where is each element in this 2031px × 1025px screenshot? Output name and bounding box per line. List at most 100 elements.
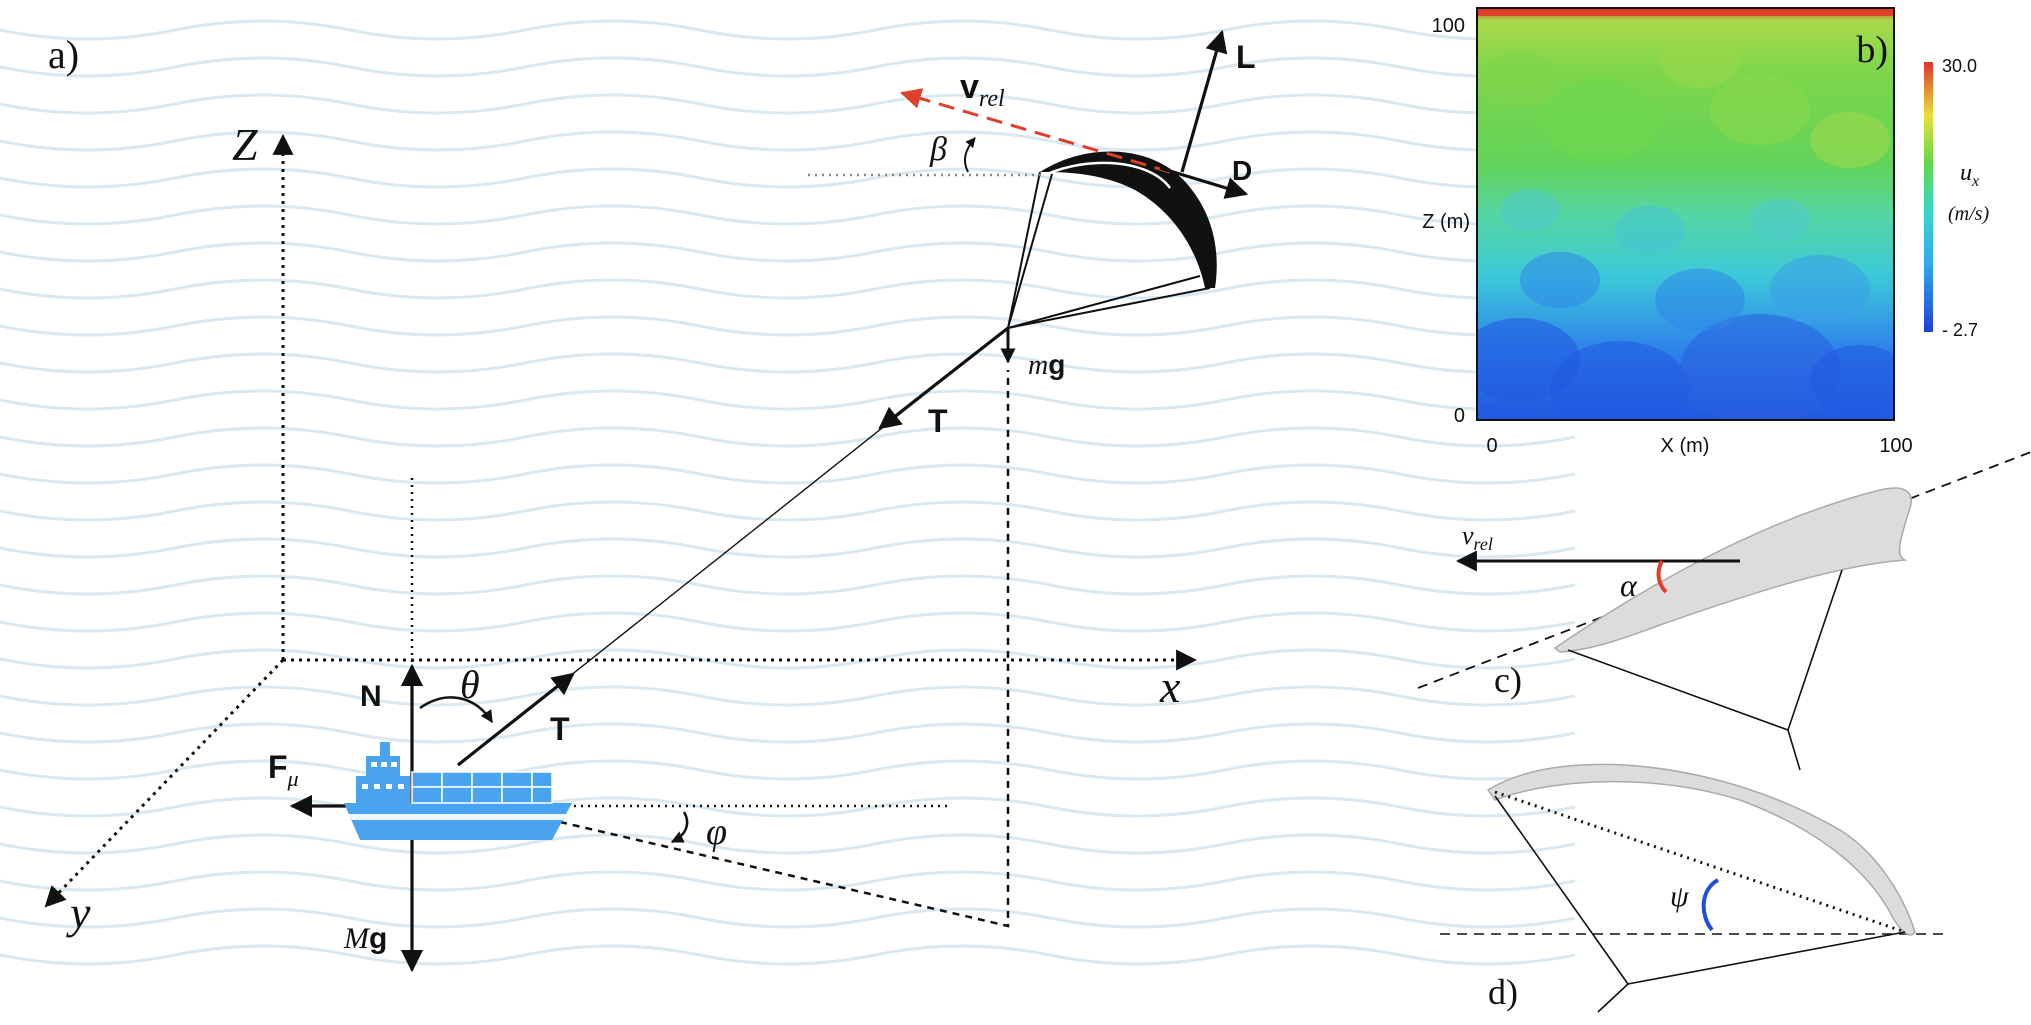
panel-a: a) Z x y T T mg	[0, 19, 1576, 973]
field-blob	[1615, 205, 1685, 255]
z-axis-label: Z	[232, 119, 258, 170]
streamline	[0, 722, 1576, 744]
streamline	[0, 648, 1576, 670]
streamline	[0, 315, 1576, 337]
field-blob	[1680, 314, 1840, 420]
psi-angle-arc	[1701, 878, 1720, 932]
streamline	[0, 796, 1576, 818]
airfoil-bridle-lines	[1567, 569, 1843, 771]
streamline	[0, 19, 1576, 41]
field-blob	[1520, 252, 1600, 308]
streamline	[0, 278, 1576, 300]
kite	[1007, 151, 1217, 329]
relative-velocity-label: vrel	[960, 68, 1005, 112]
streamline	[0, 611, 1576, 633]
streamline	[0, 833, 1576, 855]
field-blob	[1540, 78, 1660, 162]
y-tick-top: 100	[1432, 15, 1465, 37]
y-tick-bottom: 0	[1454, 405, 1465, 427]
panel-a-label: a)	[48, 32, 79, 77]
alpha-angle-arc	[1656, 560, 1668, 594]
y-axis	[44, 658, 285, 908]
span-line	[1494, 790, 1906, 934]
kite-front-profile	[1486, 763, 1916, 936]
panel-c-label: c)	[1494, 660, 1522, 700]
colorbar-units-label: (m/s)	[1948, 203, 1989, 225]
streamline	[0, 56, 1576, 78]
field-blob	[1660, 32, 1740, 88]
drag-arrow	[1159, 166, 1249, 199]
coordinate-axes	[44, 133, 1198, 908]
relative-velocity-label-c: vrel	[1462, 521, 1493, 554]
tension-arrow-kite	[878, 326, 1009, 430]
ship-weight-label: Mg	[343, 922, 387, 955]
streamline	[0, 870, 1576, 892]
phi-angle-arc	[670, 811, 689, 844]
x-axis-label: X (m)	[1661, 435, 1710, 457]
streamline	[0, 685, 1576, 707]
relative-velocity-arrow	[899, 88, 1171, 174]
streamline	[0, 93, 1576, 115]
tension-label-kite: T	[928, 403, 948, 439]
streamline	[0, 759, 1576, 781]
colorbar-max-label: 30.0	[1942, 56, 1977, 76]
panel-b-label: b)	[1856, 29, 1888, 71]
container-ship-icon	[344, 742, 572, 840]
x-axis-label: x	[1159, 661, 1181, 712]
x-tick-right: 100	[1879, 435, 1912, 457]
streamline	[0, 352, 1576, 374]
field-blob	[1500, 189, 1560, 231]
field-blob	[1550, 341, 1690, 420]
field-blob	[1480, 52, 1560, 108]
panel-c: vrel α c)	[1417, 451, 2031, 771]
phi-angle-label: φ	[706, 811, 727, 853]
streamline	[0, 463, 1576, 485]
psi-angle-label: ψ	[1670, 880, 1690, 913]
field-blob	[1810, 345, 1894, 415]
velocity-field-heatmap	[1477, 8, 1894, 420]
streamline	[0, 426, 1576, 448]
field-blob	[1770, 255, 1870, 325]
normal-force-label: N	[360, 680, 382, 713]
field-blob	[1710, 75, 1810, 145]
y-axis-label: y	[66, 887, 91, 938]
kite-bridle-lines	[1007, 171, 1211, 329]
streamline	[0, 241, 1576, 263]
y-axis-label: Z (m)	[1422, 211, 1470, 233]
streamline	[0, 907, 1576, 929]
x-tick-left: 0	[1486, 435, 1497, 457]
streamline	[0, 204, 1576, 226]
panel-d: ψ d)	[1440, 763, 1950, 1013]
wind-streamlines	[0, 19, 1576, 966]
kite-canopy	[1040, 151, 1217, 288]
tension-arrow-ship	[457, 672, 575, 767]
beta-angle-label: β	[929, 131, 947, 168]
field-blob	[1750, 199, 1810, 241]
theta-angle-arc	[419, 696, 494, 724]
streamline	[0, 537, 1576, 559]
airfoil-profile	[1553, 487, 1912, 653]
streamline	[0, 944, 1576, 966]
lift-label: L	[1236, 39, 1256, 75]
beta-angle-arc	[963, 137, 976, 173]
panel-d-label: d)	[1488, 972, 1518, 1012]
field-blob	[1810, 112, 1890, 168]
field-blob	[1655, 268, 1745, 332]
streamline	[0, 389, 1576, 411]
drag-label: D	[1232, 155, 1252, 186]
lift-arrow	[1180, 29, 1228, 173]
streamline	[0, 130, 1576, 152]
friction-force-label: Fμ	[268, 749, 299, 791]
panel-b: b) 100 0 Z (m) 0 100 X (m) 30.0 - 2.7 ux…	[1422, 7, 1989, 457]
kite-ground-projection	[559, 370, 1010, 928]
streamline	[0, 500, 1576, 522]
alpha-angle-label: α	[1620, 567, 1638, 603]
heatmap-frame	[1476, 7, 1895, 421]
colorbar-variable-label: ux	[1960, 160, 1979, 190]
streamline	[0, 167, 1576, 189]
kite-weight-label: mg	[1028, 349, 1065, 381]
tension-label-ship: T	[550, 711, 570, 747]
kite-front-bridle-lines	[1494, 795, 1906, 1013]
